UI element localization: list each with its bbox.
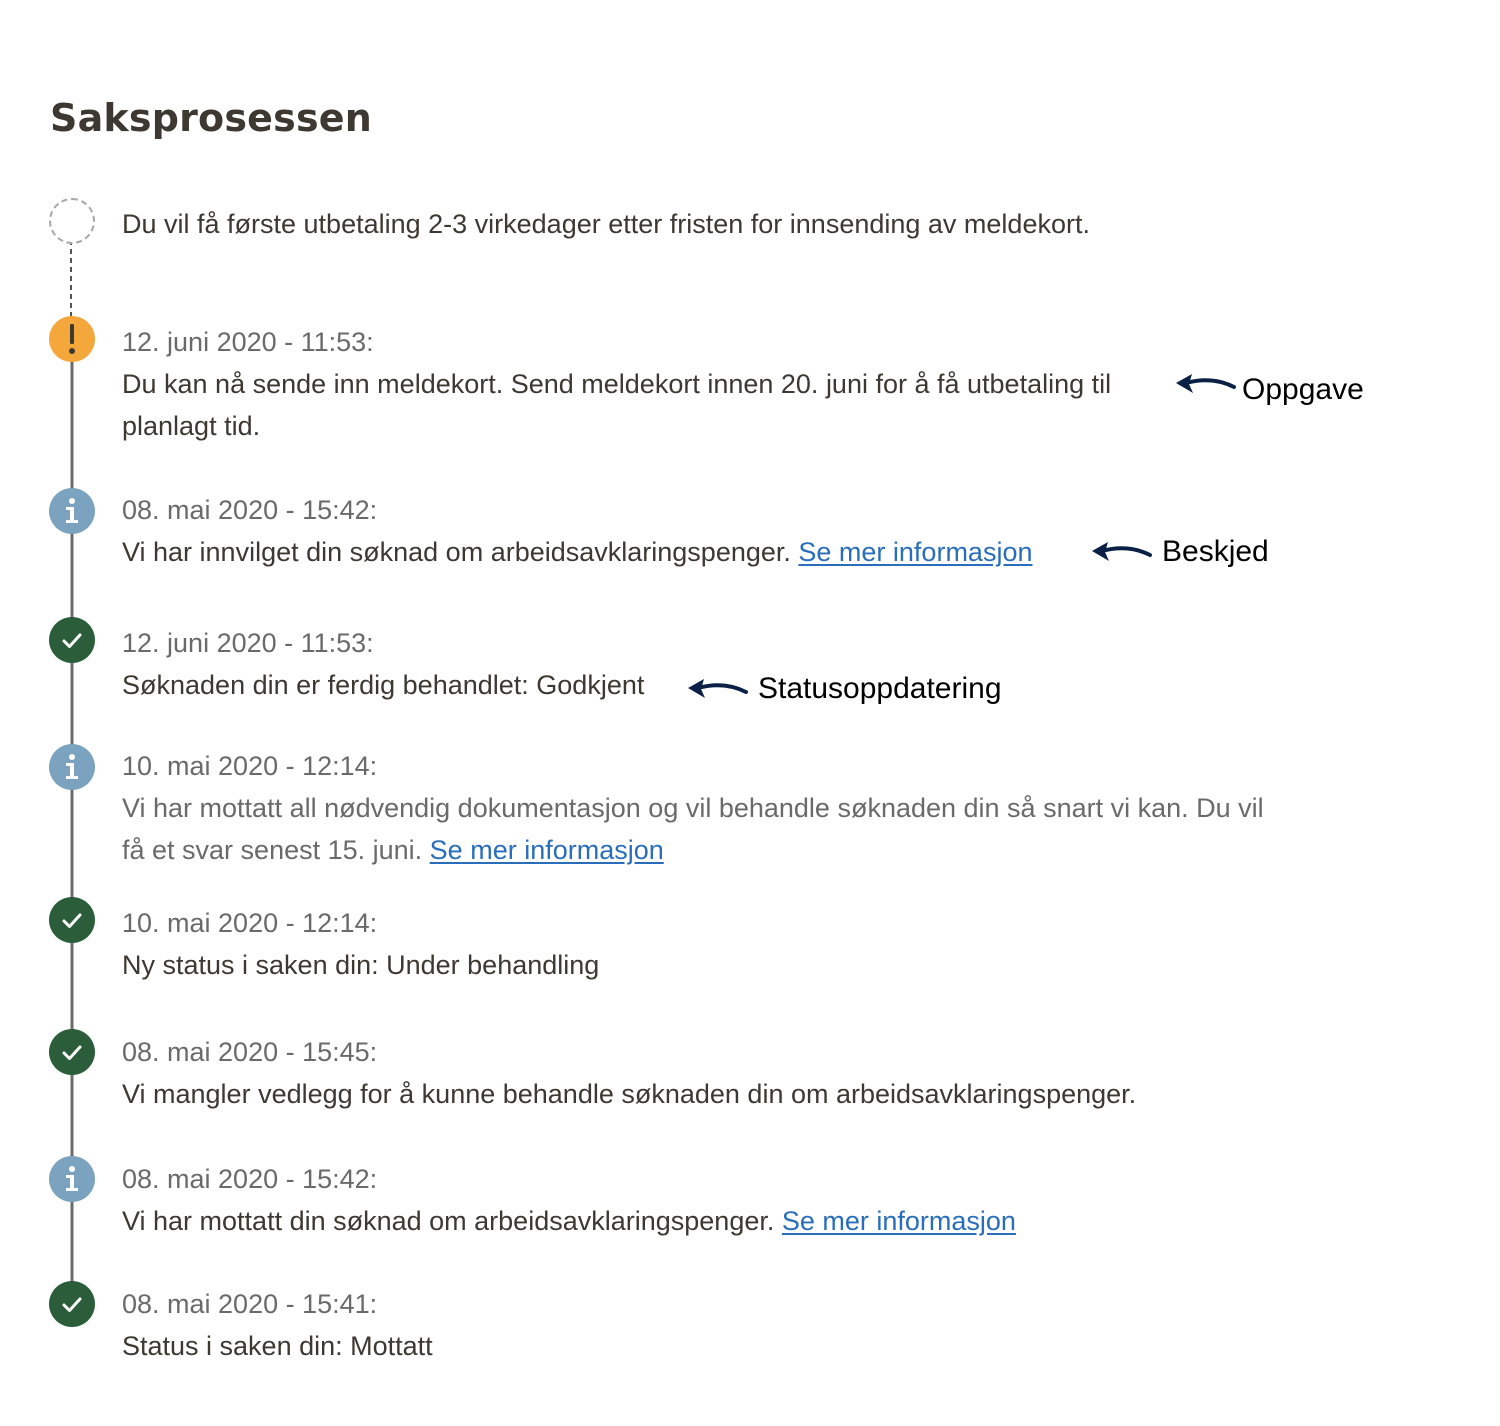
annotation-beskjed: Beskjed	[1162, 535, 1269, 568]
event-text-line1: Du kan nå sende inn meldekort. Send meld…	[122, 369, 1112, 399]
event-text-line2: få et svar senest 15. juni.	[122, 835, 430, 865]
event-text: Vi mangler vedlegg for å kunne behandle …	[122, 1079, 1137, 1109]
checkmark-icon	[49, 1029, 95, 1075]
arrow-left-icon	[688, 679, 748, 698]
annotation-statusoppdatering: Statusoppdatering	[758, 672, 1002, 705]
see-more-link[interactable]: Se mer informasjon	[781, 1206, 1016, 1236]
event-text: Status i saken din: Mottatt	[122, 1331, 433, 1361]
event-date: 12. juni 2020 - 11:53:	[122, 628, 374, 658]
timeline-event-status: 08. mai 2020 - 15:45: Vi mangler vedlegg…	[122, 1031, 1136, 1115]
event-date: 12. juni 2020 - 11:53:	[122, 327, 374, 357]
see-more-link[interactable]: Se mer informasjon	[429, 835, 664, 865]
timeline-event-status: 12. juni 2020 - 11:53: Søknaden din er f…	[122, 622, 644, 706]
event-date: 10. mai 2020 - 12:14:	[122, 908, 378, 938]
checkmark-icon	[49, 1281, 95, 1327]
event-date: 08. mai 2020 - 15:41:	[122, 1289, 378, 1319]
event-text: Du kan nå sende inn meldekort. Send meld…	[122, 363, 1111, 447]
checkmark-icon	[49, 617, 95, 663]
arrow-left-icon	[1176, 374, 1236, 393]
info-icon	[49, 1156, 95, 1202]
event-text-line1: Vi har mottatt all nødvendig dokumentasj…	[122, 793, 1264, 823]
event-text: Søknaden din er ferdig behandlet: Godkje…	[122, 670, 645, 700]
event-date: 08. mai 2020 - 15:42:	[122, 495, 378, 525]
timeline-event-task: 12. juni 2020 - 11:53: Du kan nå sende i…	[122, 321, 1111, 447]
event-text-line2: planlagt tid.	[122, 411, 261, 441]
arrow-left-icon	[1092, 542, 1152, 561]
info-icon	[49, 488, 95, 534]
event-text: Vi har mottatt din søknad om arbeidsavkl…	[122, 1200, 1016, 1242]
event-text: Vi har innvilget din søknad om arbeidsav…	[122, 531, 1032, 573]
event-text: Ny status i saken din: Under behandling	[122, 950, 600, 980]
event-date: 08. mai 2020 - 15:42:	[122, 1164, 378, 1194]
checkmark-icon	[49, 897, 95, 943]
timeline-event-info: 08. mai 2020 - 15:42: Vi har innvilget d…	[122, 489, 1032, 573]
exclamation-icon	[49, 316, 95, 362]
timeline-event-status: 10. mai 2020 - 12:14: Ny status i saken …	[122, 902, 599, 986]
page-title: Saksprosessen	[50, 96, 373, 140]
timeline-event-status: 08. mai 2020 - 15:41: Status i saken din…	[122, 1283, 433, 1367]
event-date: 10. mai 2020 - 12:14:	[122, 751, 378, 781]
pending-step: Du vil få første utbetaling 2-3 virkedag…	[122, 203, 1090, 245]
annotation-oppgave: Oppgave	[1242, 373, 1364, 406]
see-more-link[interactable]: Se mer informasjon	[798, 537, 1033, 567]
event-text-body: Vi har mottatt din søknad om arbeidsavkl…	[122, 1206, 782, 1236]
pending-step-icon	[49, 198, 95, 244]
info-icon	[49, 744, 95, 790]
timeline-event-info: 08. mai 2020 - 15:42: Vi har mottatt din…	[122, 1158, 1016, 1242]
event-text: Vi har mottatt all nødvendig dokumentasj…	[122, 787, 1264, 871]
event-date: 08. mai 2020 - 15:45:	[122, 1037, 378, 1067]
timeline-event-info: 10. mai 2020 - 12:14: Vi har mottatt all…	[122, 745, 1264, 871]
event-text-body: Vi har innvilget din søknad om arbeidsav…	[122, 537, 799, 567]
pending-step-text: Du vil få første utbetaling 2-3 virkedag…	[122, 209, 1090, 239]
